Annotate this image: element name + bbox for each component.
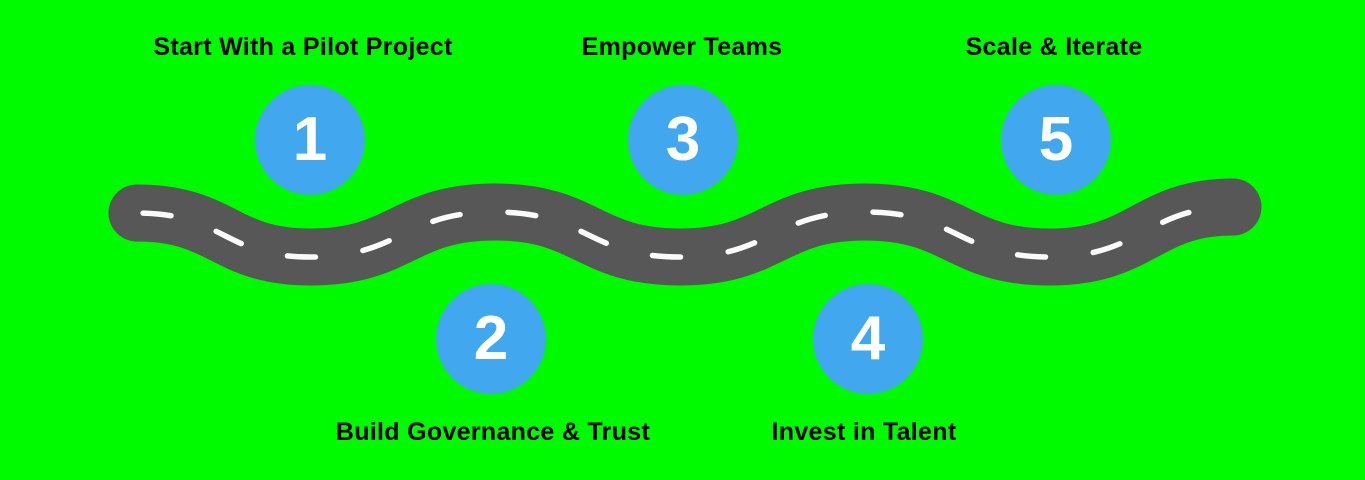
step-4-marker: 4 <box>813 284 923 394</box>
step-2-label: Build Governance & Trust <box>335 418 651 446</box>
step-3-number: 3 <box>665 105 701 174</box>
road-centerline <box>134 204 1236 260</box>
step-1-marker: 1 <box>255 85 365 195</box>
step-5-label: Scale & Iterate <box>965 33 1143 61</box>
step-3-label: Empower Teams <box>581 33 783 61</box>
step-2-number: 2 <box>473 304 509 373</box>
step-2-marker: 2 <box>436 284 546 394</box>
step-1-label: Start With a Pilot Project <box>153 33 453 61</box>
step-4-number: 4 <box>850 304 886 373</box>
road-surface <box>108 178 1262 286</box>
step-5-number: 5 <box>1038 105 1074 174</box>
step-4-label: Invest in Talent <box>771 418 957 446</box>
step-5-marker: 5 <box>1001 85 1111 195</box>
step-1-number: 1 <box>292 105 328 174</box>
step-3-marker: 3 <box>628 85 738 195</box>
